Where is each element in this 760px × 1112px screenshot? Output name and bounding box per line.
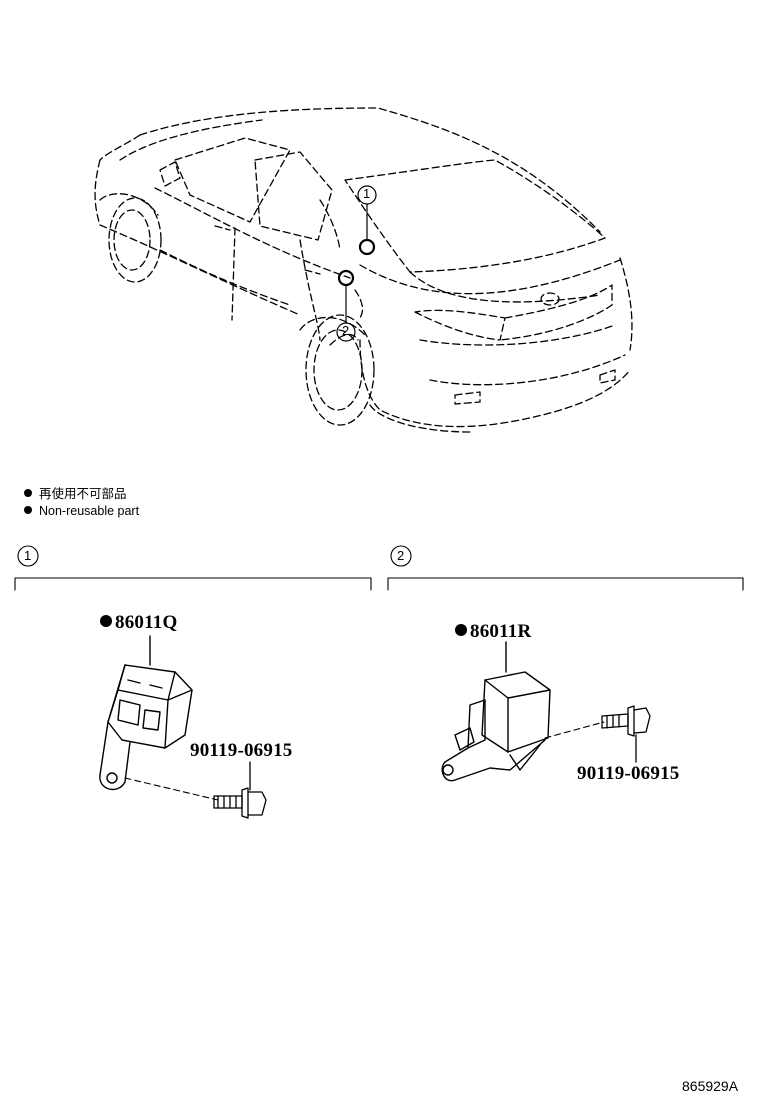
legend-japanese: 再使用不可部品 (24, 486, 127, 502)
section-1-label: 1 (24, 548, 32, 563)
camera-86011q-illustration (99, 635, 193, 791)
callout-2-label: 2 (342, 323, 350, 338)
non-reusable-bullet-icon (24, 506, 32, 514)
non-reusable-marker-icon (455, 624, 467, 636)
legend-en-text: Non-reusable part (39, 504, 140, 518)
part-number-text: 86011Q (115, 612, 178, 633)
non-reusable-marker-icon (100, 615, 112, 627)
bolt-guide-line-2 (544, 721, 605, 739)
bolt-90119-06915-left-illustration (213, 761, 267, 819)
bolt-90119-06915-right-illustration (601, 705, 651, 763)
non-reusable-bullet-icon (24, 489, 32, 497)
bolt-part-number-right[interactable]: 90119-06915 (577, 763, 680, 784)
diagram-reference-code: 865929A (682, 1078, 739, 1094)
legend-ja-text: 再使用不可部品 (39, 487, 127, 501)
section-1-header (14, 545, 372, 591)
part-number-text: 86011R (470, 621, 532, 642)
bolt-part-number-left[interactable]: 90119-06915 (190, 740, 293, 761)
part-number-86011r[interactable]: 86011R (455, 621, 531, 643)
bolt-guide-line-1 (124, 777, 219, 801)
section-2-label: 2 (397, 548, 405, 563)
callout-2-marker (336, 269, 356, 342)
camera-86011r-illustration (441, 641, 551, 782)
callout-1-marker (357, 185, 377, 256)
callout-1-label: 1 (363, 186, 371, 201)
legend-english: Non-reusable part (24, 503, 139, 519)
vehicle-rear-view-illustration (94, 107, 633, 433)
section-2-header (387, 545, 744, 591)
part-number-86011q[interactable]: 86011Q (100, 612, 177, 634)
